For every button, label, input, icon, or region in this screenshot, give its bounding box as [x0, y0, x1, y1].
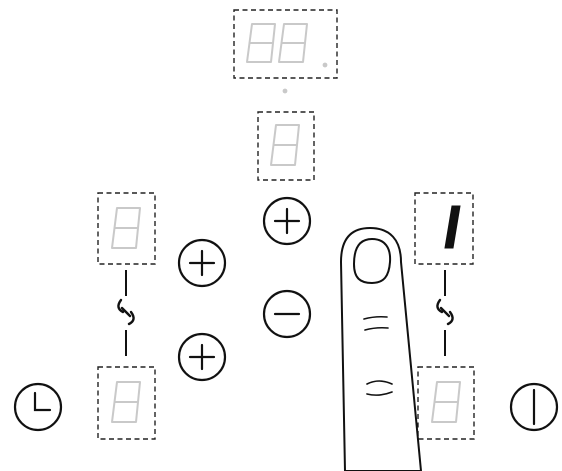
left-top-plus-button[interactable] [177, 238, 227, 288]
center-zone-display-frame [257, 111, 315, 181]
right-top-zone-display-frame [414, 192, 474, 265]
clock-icon [33, 391, 52, 412]
center-zone-display [257, 111, 315, 181]
link-icon [117, 298, 135, 326]
right-top-zone-digit [444, 205, 461, 249]
timer-display-frame [233, 9, 338, 79]
right-bottom-zone-display-frame [417, 366, 475, 440]
left-bottom-zone-display [97, 366, 156, 440]
left-bottom-plus-button[interactable] [177, 332, 227, 382]
right-top-zone-display [414, 192, 474, 265]
right-bottom-zone-display [417, 366, 475, 440]
right-bottom-zone-digit [431, 381, 461, 423]
plus-icon [188, 343, 216, 371]
right-link-indicator[interactable] [436, 270, 454, 356]
fingernail [352, 237, 392, 285]
plus-icon [273, 207, 301, 235]
pointing-finger-illustration [340, 227, 422, 471]
link-icon [436, 298, 454, 326]
plus-icon [188, 249, 216, 277]
left-link-indicator[interactable] [117, 270, 135, 356]
timer-display [233, 9, 338, 79]
timer-digit-1 [246, 23, 276, 63]
timer-digit-2 [278, 23, 308, 63]
left-bottom-zone-display-frame [97, 366, 156, 440]
timer-button[interactable] [13, 382, 63, 432]
center-minus-button[interactable] [262, 289, 312, 339]
left-top-zone-display-frame [97, 192, 156, 265]
left-top-zone-display [97, 192, 156, 265]
center-plus-button[interactable] [262, 196, 312, 246]
left-top-zone-digit [111, 207, 141, 249]
timer-decimal-dot [322, 62, 328, 68]
center-zone-digit [270, 124, 300, 166]
power-button[interactable] [509, 382, 559, 432]
indicator-dot [282, 88, 288, 94]
left-bottom-zone-digit [111, 381, 141, 423]
